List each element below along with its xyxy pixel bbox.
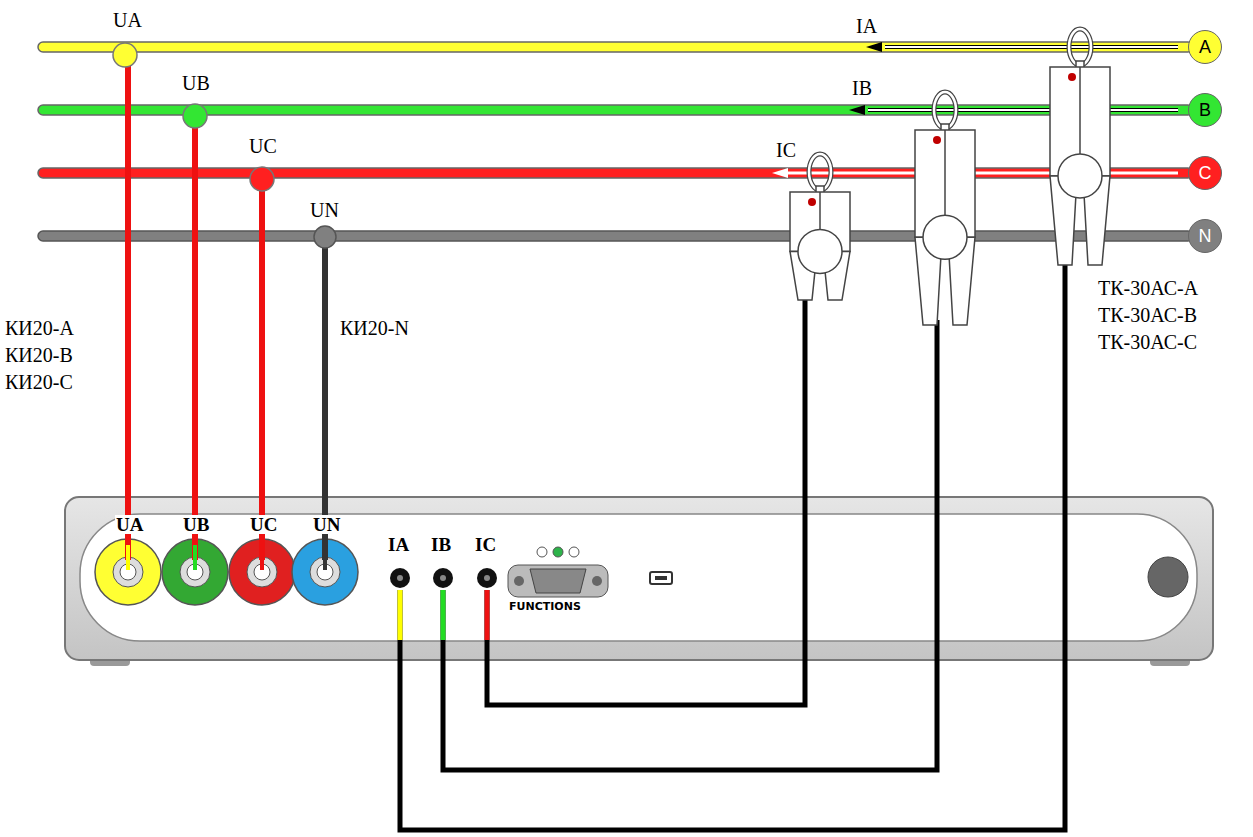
port-label: FUNCTIONS <box>509 601 581 612</box>
phase-letter: B <box>1199 100 1211 121</box>
voltage-point-label: UB <box>182 73 210 93</box>
instrument-housing <box>65 497 1213 666</box>
phase-a-line <box>38 42 1193 52</box>
voltage-terminal-label: UA <box>115 515 144 534</box>
clamp-name: ТК-30АС-C <box>1098 332 1197 352</box>
voltage-terminal-label: UC <box>249 515 278 534</box>
current-label: IB <box>852 78 872 98</box>
clamp-cables <box>400 260 1065 830</box>
current-clamps <box>790 29 1110 325</box>
phase-circle: C <box>1188 156 1222 190</box>
phase-b-line <box>38 105 1193 115</box>
instrument-panel: UA UB UC UN IA IB IC FUNCTIONS <box>65 497 1213 660</box>
phase-letter: A <box>1199 37 1211 58</box>
phase-letter: N <box>1199 226 1212 247</box>
voltage-point-label: UA <box>113 10 142 30</box>
voltage-terminal-label: UB <box>182 515 210 534</box>
phase-letter: C <box>1199 163 1212 184</box>
phase-circle: N <box>1188 219 1222 253</box>
lead-name: КИ20-B <box>5 345 73 365</box>
voltage-leads <box>113 43 336 570</box>
clamp-name: ТК-30АС-B <box>1098 305 1197 325</box>
voltage-point-label: UN <box>310 200 339 220</box>
lead-name: КИ20-N <box>340 318 409 338</box>
voltage-point-label: UC <box>249 136 277 156</box>
clamp-name: ТК-30АС-A <box>1098 278 1198 298</box>
current-label: IC <box>776 140 796 160</box>
phase-circle: A <box>1188 30 1222 64</box>
current-terminal-label: IA <box>388 535 409 554</box>
phase-circle: B <box>1188 93 1222 127</box>
voltage-terminal-label: UN <box>312 515 341 534</box>
current-terminal-label: IC <box>475 535 496 554</box>
current-label: IA <box>856 16 877 36</box>
lead-name: КИ20-A <box>5 318 74 338</box>
phase-c-line <box>38 168 1193 178</box>
lead-name: КИ20-C <box>5 372 73 392</box>
current-terminal-label: IB <box>431 535 451 554</box>
neutral-line <box>38 231 1193 241</box>
